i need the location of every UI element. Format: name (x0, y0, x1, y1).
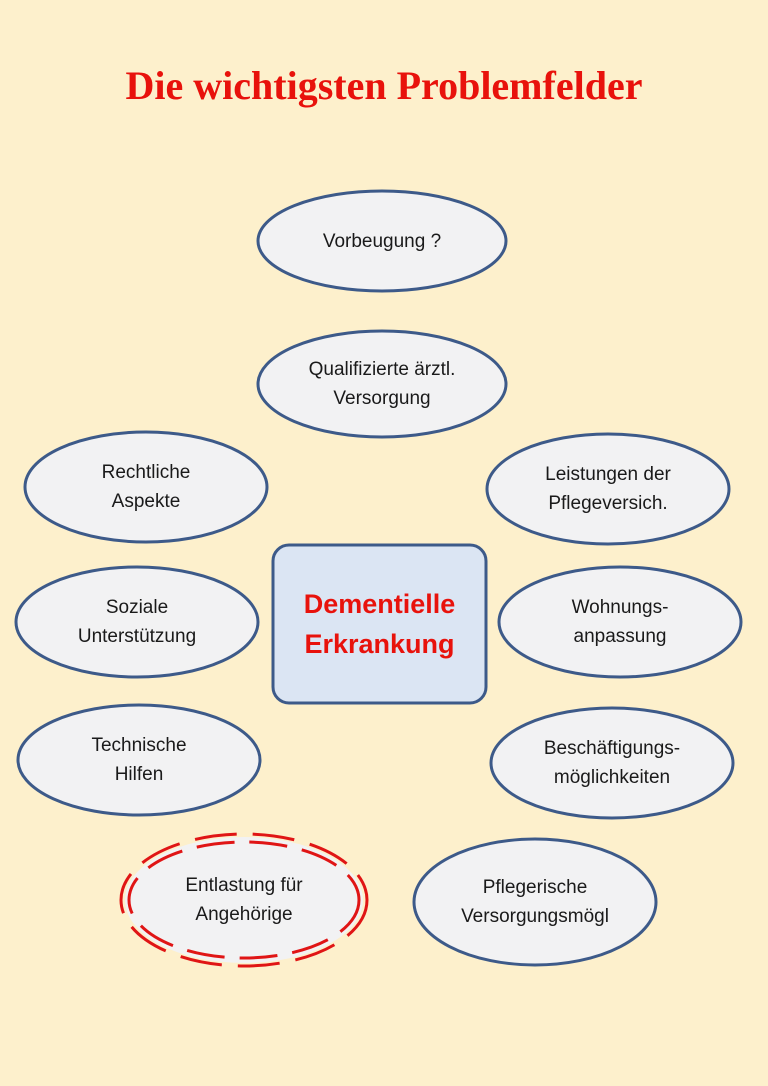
ellipse-entlastung-dash-inner (127, 840, 361, 960)
field-label: Rechtliche Aspekte (101, 462, 191, 512)
ellipse-vorbeugung (256, 189, 508, 293)
field-rechtlich: Rechtliche Aspekte (25, 432, 267, 542)
field-label: Pflegerische Versorgungsmögl (461, 877, 609, 927)
center-label-text: Dementielle Erkrankung (303, 589, 456, 659)
field-technisch: Technische Hilfen (18, 705, 260, 815)
field-label: Leistungen der Pflegeversich. (545, 464, 671, 514)
ellipse-leistungen (485, 432, 731, 546)
field-entlastung: Entlastung für Angehörige (125, 837, 363, 963)
ellipse-rechtlich (23, 430, 269, 544)
ellipse-aerztl (256, 329, 508, 439)
field-label: Vorbeugung ? (322, 230, 442, 252)
field-label: Beschäftigungs- möglichkeiten (543, 738, 681, 788)
field-aerztl: Qualifizierte ärztl. Versorgung (258, 331, 506, 437)
field-label: Wohnungs- anpassung (571, 597, 669, 647)
ellipse-entlastung-dash-outer (119, 832, 369, 968)
field-label: Soziale Unterstützung (77, 597, 197, 647)
ellipse-pflegerisch (412, 837, 658, 967)
center-box (271, 543, 488, 705)
field-pflegerisch: Pflegerische Versorgungsmögl (414, 839, 656, 965)
field-wohnung: Wohnungs- anpassung (499, 567, 741, 677)
field-sozial: Soziale Unterstützung (16, 567, 258, 677)
ellipse-entlastung (125, 837, 363, 963)
field-leistungen: Leistungen der Pflegeversich. (487, 434, 729, 544)
center-label: Dementielle Erkrankung (273, 545, 486, 703)
field-beschaeftigung: Beschäftigungs- möglichkeiten (491, 708, 733, 818)
field-label: Technische Hilfen (91, 735, 187, 785)
ellipse-sozial (14, 565, 260, 679)
field-label: Qualifizierte ärztl. Versorgung (308, 359, 456, 409)
page-title: Die wichtigsten Problemfelder (125, 63, 643, 108)
field-label: Entlastung für Angehörige (185, 875, 303, 925)
field-vorbeugung: Vorbeugung ? (258, 191, 506, 291)
ellipse-technisch (16, 703, 262, 817)
ellipse-beschaeftigung (489, 706, 735, 820)
ellipse-wohnung (497, 565, 743, 679)
